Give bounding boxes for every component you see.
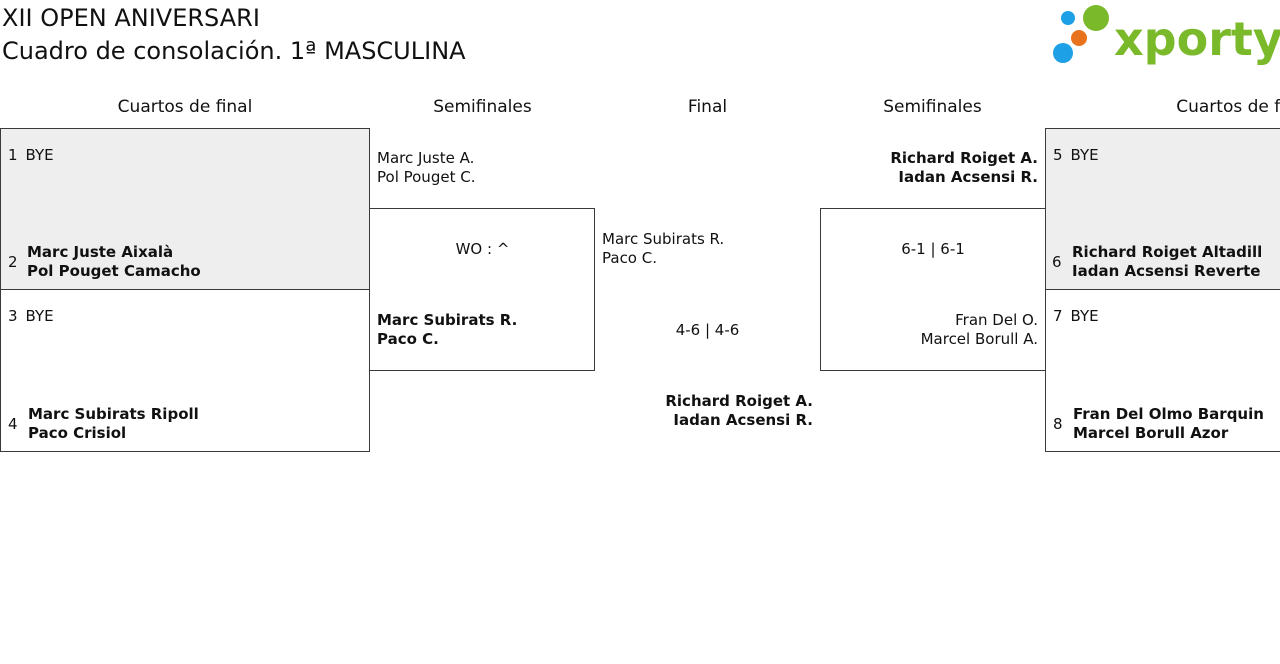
player-name: Marc Subirats R. [602, 230, 725, 248]
round-header-left-qf: Cuartos de final [117, 97, 253, 117]
final-top-team: Marc Subirats R. Paco C. [602, 230, 724, 268]
player-name: Marcel Borull A. [920, 330, 1038, 348]
round-header-right-sf: Semifinales [883, 97, 982, 117]
qf-match-4 [1045, 289, 1280, 452]
sf-left-bottom-team: Marc Subirats R. Paco C. [377, 311, 517, 349]
seed-number: 5 [1053, 146, 1063, 164]
qf2-bottom-team: Marc Subirats Ripoll Paco Crisiol [28, 405, 199, 443]
qf4-bottom-team: Fran Del Olmo Barquin Marcel Borull Azor [1073, 405, 1264, 443]
player-name: Iadan Acsensi R. [673, 411, 813, 429]
player-name: Marc Juste A. [377, 149, 475, 167]
qf4-top-entry: 7 BYE [1053, 307, 1099, 326]
sf-right-top-team: Richard Roiget A. Iadan Acsensi R. [840, 149, 1038, 187]
qf4-bottom-seed: 8 [1053, 415, 1063, 433]
sf-left-top-team: Marc Juste A. Pol Pouget C. [377, 149, 475, 187]
player-name: Pol Pouget C. [377, 168, 476, 186]
final-winner-team: Richard Roiget A. Iadan Acsensi R. [620, 392, 813, 430]
player-name: Iadan Acsensi Reverte [1072, 262, 1261, 280]
player-name: Marc Subirats Ripoll [28, 405, 199, 423]
qf2-top-entry: 3 BYE [8, 307, 54, 326]
qf1-bottom-seed: 2 [8, 253, 18, 271]
player-name: BYE [25, 146, 54, 164]
player-name: Marcel Borull Azor [1073, 424, 1229, 442]
player-name: Paco C. [602, 249, 657, 267]
sf-left-score: WO : ^ [455, 240, 510, 258]
sf-left-match [369, 208, 595, 371]
player-name: BYE [1070, 146, 1099, 164]
sf-right-bottom-team: Fran Del O. Marcel Borull A. [840, 311, 1038, 349]
event-title: XII OPEN ANIVERSARI [2, 4, 260, 32]
final-score: 4-6 | 4-6 [675, 321, 740, 339]
sf-right-score: 6-1 | 6-1 [901, 240, 965, 258]
player-name: BYE [25, 307, 54, 325]
seed-number: 3 [8, 307, 18, 325]
player-name: Richard Roiget A. [890, 149, 1038, 167]
qf3-bottom-seed: 6 [1052, 253, 1062, 271]
qf3-bottom-team: Richard Roiget Altadill Iadan Acsensi Re… [1072, 243, 1262, 281]
seed-number: 7 [1053, 307, 1063, 325]
round-header-left-sf: Semifinales [433, 97, 532, 117]
draw-title: Cuadro de consolación. 1ª MASCULINA [2, 37, 466, 65]
logo-dot-orange [1071, 30, 1087, 46]
player-name: Fran Del O. [955, 311, 1038, 329]
logo-wordmark: xporty [1114, 12, 1280, 66]
player-name: Iadan Acsensi R. [898, 168, 1038, 186]
qf-match-1 [0, 128, 370, 290]
logo-dot-blue-small [1061, 11, 1075, 25]
qf-match-3 [1045, 128, 1280, 290]
player-name: Richard Roiget A. [665, 392, 813, 410]
qf3-top-entry: 5 BYE [1053, 146, 1099, 165]
player-name: Pol Pouget Camacho [27, 262, 201, 280]
round-header-right-qf: Cuartos de fin [1176, 97, 1280, 117]
qf2-bottom-seed: 4 [8, 415, 18, 433]
seed-number: 1 [8, 146, 18, 164]
logo-dot-green [1083, 5, 1109, 31]
player-name: Richard Roiget Altadill [1072, 243, 1263, 261]
round-header-final: Final [687, 97, 728, 117]
player-name: Marc Subirats R. [377, 311, 518, 329]
logo-dot-blue [1053, 43, 1073, 63]
player-name: BYE [1070, 307, 1099, 325]
player-name: Paco Crisiol [28, 424, 127, 442]
qf1-top-entry: 1 BYE [8, 146, 54, 165]
player-name: Paco C. [377, 330, 439, 348]
qf1-bottom-team: Marc Juste Aixalà Pol Pouget Camacho [27, 243, 201, 281]
player-name: Fran Del Olmo Barquin [1073, 405, 1264, 423]
xporty-logo: xporty [1053, 5, 1280, 66]
player-name: Marc Juste Aixalà [27, 243, 174, 261]
